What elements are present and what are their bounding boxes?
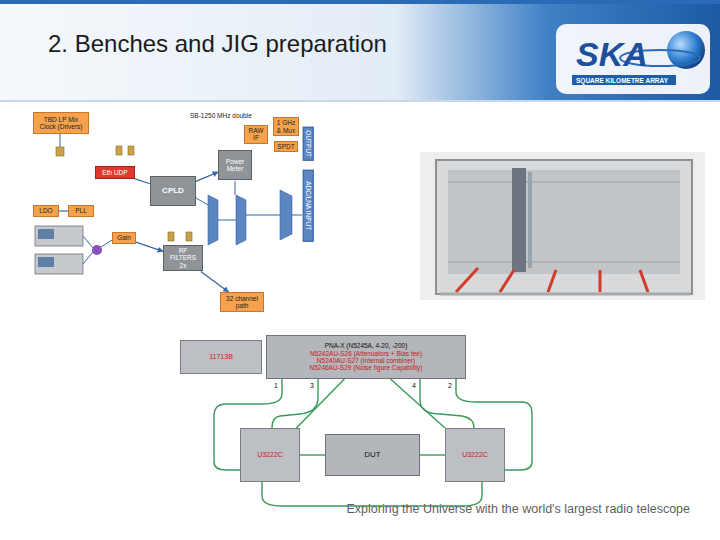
ldo-box: LDO bbox=[33, 205, 59, 217]
header-band bbox=[0, 0, 720, 100]
node-text: ADC/LNA INPUT bbox=[304, 181, 311, 230]
filter-box: RF FILTERS 2x bbox=[163, 245, 203, 271]
gain-box: Gain bbox=[112, 232, 136, 244]
header-top-line bbox=[0, 0, 720, 4]
switch-driver-box: 11713B bbox=[180, 340, 262, 374]
raw-if-box: RAW IF bbox=[244, 125, 268, 144]
signal-connector bbox=[136, 242, 163, 251]
node-text: SPDT bbox=[277, 143, 294, 150]
signal-connector bbox=[59, 210, 68, 211]
node-text: Power Meter bbox=[221, 158, 249, 173]
input-band: ADC/LNA INPUT bbox=[302, 169, 313, 241]
node-text: 1 GHz & Mux bbox=[276, 119, 296, 134]
ecal-module-box: U3222C bbox=[240, 428, 300, 482]
port-number: 3 bbox=[309, 382, 315, 390]
node-text: N5240AU-S27 (Internal combiner) bbox=[317, 357, 415, 364]
port-number: 2 bbox=[447, 382, 453, 390]
power-meter-box: Power Meter bbox=[218, 150, 252, 180]
coax-cables bbox=[214, 379, 532, 506]
port-number: 4 bbox=[411, 382, 417, 390]
ecal-module-box: U3222C bbox=[445, 428, 505, 482]
node-text: LDO bbox=[39, 207, 52, 214]
frequency-note: SB-1250 MHz double bbox=[190, 112, 252, 119]
node-text: RF FILTERS 2x bbox=[166, 247, 200, 269]
node-text: 11713B bbox=[209, 353, 233, 361]
mux-box: 1 GHz & Mux bbox=[273, 117, 299, 136]
signal-connector bbox=[135, 179, 150, 184]
node-text: DUT bbox=[364, 450, 380, 459]
slide-title: 2. Benches and JIG preparation bbox=[48, 30, 387, 58]
node-text: TBD LP Mix Clock (Drivers) bbox=[36, 116, 86, 131]
node-text: RAW IF bbox=[247, 127, 265, 142]
logo-text: SKA bbox=[576, 36, 648, 73]
node-text: OUTPUT bbox=[304, 130, 311, 157]
ethernet-box: Eth UDP bbox=[95, 166, 135, 179]
node-text: U3222C bbox=[257, 451, 283, 459]
coax-connector bbox=[391, 379, 446, 428]
node-text: Gain bbox=[117, 234, 131, 241]
node-text: PLL bbox=[75, 207, 87, 214]
switch-box: SPDT bbox=[274, 141, 298, 152]
output-band: OUTPUT bbox=[302, 126, 313, 160]
node-text: 32 channel path bbox=[223, 295, 261, 310]
clock-box: TBD LP Mix Clock (Drivers) bbox=[33, 112, 89, 134]
coax-connector bbox=[296, 379, 344, 428]
logo-subtitle: SQUARE KILOMETRE ARRAY bbox=[575, 77, 669, 84]
footer-tagline: Exploring the Universe with the world's … bbox=[346, 503, 690, 517]
dut-box: DUT bbox=[325, 434, 420, 476]
coax-connector bbox=[300, 454, 325, 455]
node-text: Eth UDP bbox=[102, 169, 127, 176]
signal-connector bbox=[196, 172, 218, 181]
port-number: 1 bbox=[273, 382, 279, 390]
node-text: CPLD bbox=[162, 186, 184, 195]
header-bottom-line bbox=[0, 100, 720, 102]
rack-photo bbox=[420, 152, 705, 300]
node-text: N5246AU-S29 (Noise figure Capability) bbox=[309, 364, 422, 371]
cpld-box: CPLD bbox=[150, 176, 196, 206]
node-text: U3222C bbox=[462, 451, 488, 459]
channel-path-box: 32 channel path bbox=[220, 292, 264, 312]
network-analyzer-box: PNA-X (N5245A, 4-20, -200)N5242AU-S26 (A… bbox=[266, 335, 466, 379]
logo-bar bbox=[572, 75, 676, 85]
pll-box: PLL bbox=[68, 205, 94, 217]
node-text: PNA-X (N5245A, 4-20, -200) bbox=[325, 342, 408, 349]
coax-connector bbox=[420, 454, 445, 455]
logo-panel bbox=[556, 24, 710, 94]
block-diagram-art bbox=[35, 134, 302, 274]
node-text: N5242AU-S26 (Attenuators + Bias tee) bbox=[310, 350, 422, 357]
signal-connector bbox=[201, 271, 229, 292]
